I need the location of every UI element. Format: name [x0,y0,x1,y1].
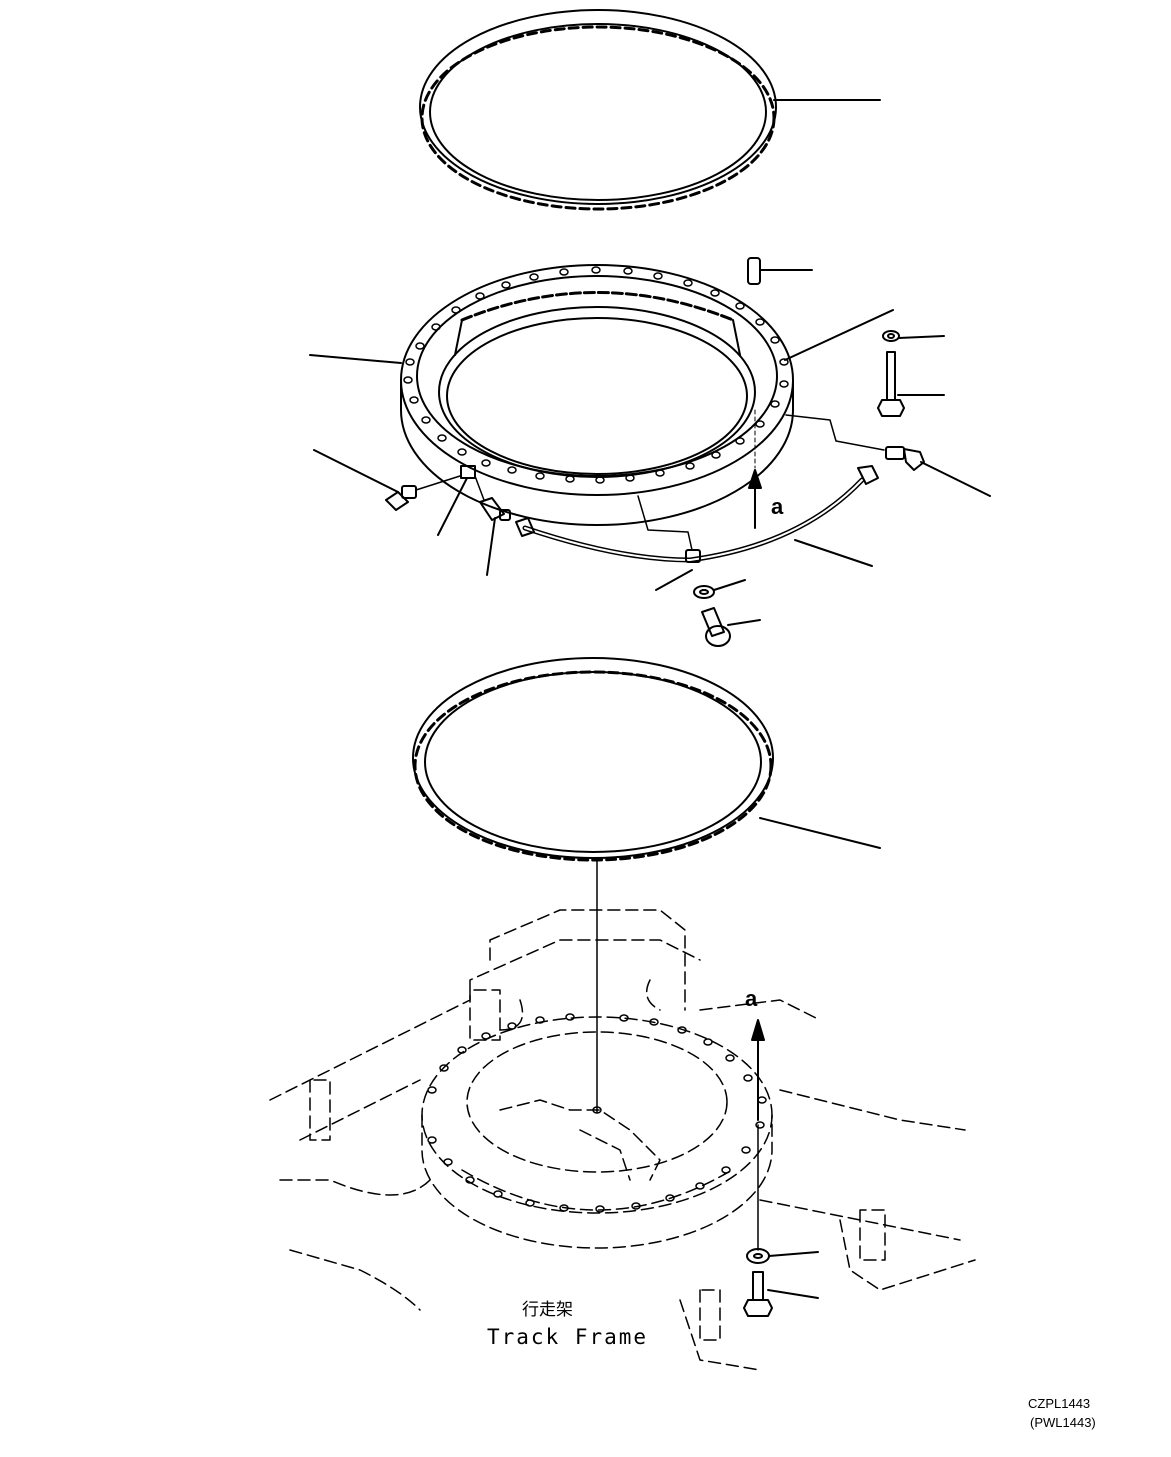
mounting-bolt-right [877,351,905,417]
washer-lower [746,1248,770,1264]
leader-bearing-inner [784,309,894,361]
clamp-washer [693,585,715,599]
leader-bolt-lower [767,1289,819,1299]
washer-right [882,330,900,342]
clamp-bolt [701,607,731,647]
leader-clamp [655,569,693,591]
grease-fitting-block [460,465,476,479]
dowel-pin [747,257,761,285]
leader-washer-lower [768,1251,819,1257]
leader-clamp-washer [713,579,746,591]
track-frame-chinese-label: 行走架 [522,1300,573,1320]
leader-clamp-bolt [727,619,761,626]
track-frame-english-label: Track Frame [487,1325,648,1349]
bearing-bolt-holes [403,266,789,484]
arrow-a-lower-label: a [745,986,758,1011]
swing-circle [400,264,794,526]
leader-nipple-center [486,517,496,576]
arrow-a-upper-label: a [771,494,784,519]
bottom-seal-ring [412,657,774,862]
leader-hose [794,539,873,567]
arrow-a-lower-head [751,1019,765,1041]
leader-bottom-seal [759,817,881,849]
grease-hose [515,465,879,563]
leader-washer-right [898,335,945,339]
elbow-guide-line [785,414,885,451]
figure-code-alt: (PWL1443) [1030,1415,1096,1430]
leader-nipple-left [313,449,399,493]
clamp-guide-line [637,495,693,551]
arrow-a-upper-head [748,469,762,489]
mounting-bolt-lower [743,1271,773,1317]
track-frame-bolt-holes [427,1013,767,1213]
leader-elbow [920,461,991,497]
top-seal-ring [419,9,777,211]
grease-nipple-left [385,485,417,511]
track-frame-outline [269,909,976,1371]
nipple-guide-line [415,475,461,491]
leader-fitting-block [437,477,468,536]
grease-nipple-center [479,497,511,521]
fitting-guide-line [474,475,485,501]
figure-code: CZPL1443 [1028,1396,1090,1411]
leader-swing-circle [309,354,402,364]
elbow-fitting [885,446,925,471]
